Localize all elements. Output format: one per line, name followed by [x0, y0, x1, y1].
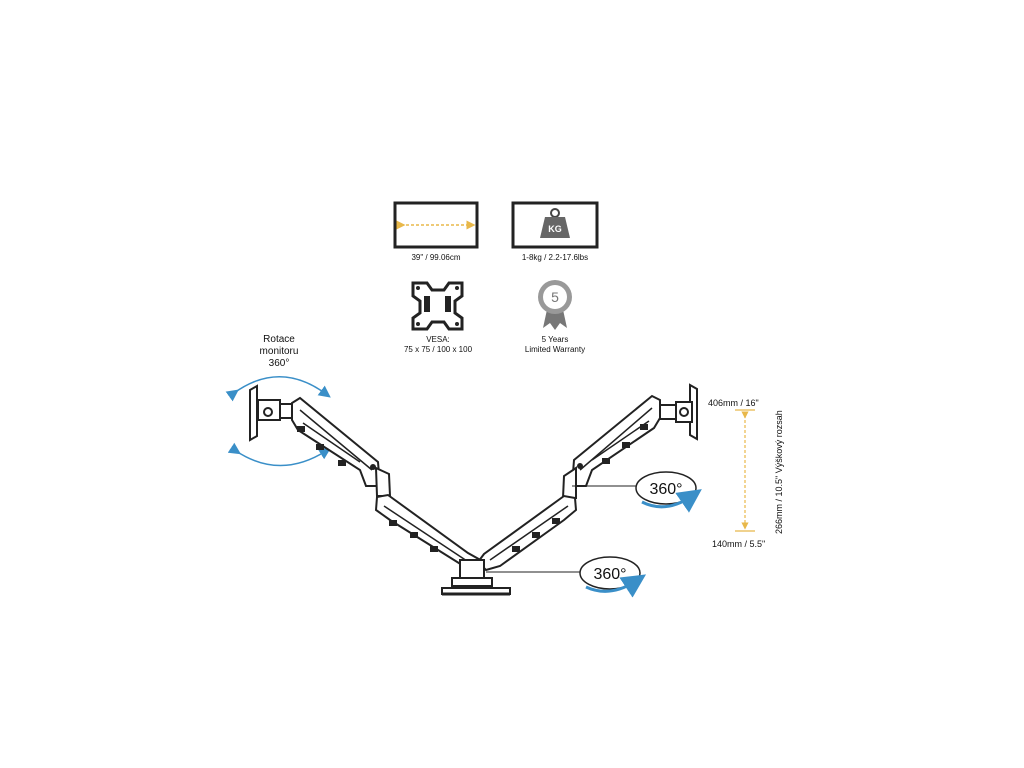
monitor-rotation-arrows	[225, 376, 332, 467]
min-height-label: 140mm / 5.5"	[712, 539, 766, 549]
screen-size-label: 39" / 99.06cm	[411, 253, 461, 262]
base-swivel-callout	[486, 556, 647, 598]
height-range-label: 266mm / 10.5" Výškový rozsah	[774, 410, 784, 534]
vesa-label: VESA: 75 x 75 / 100 x 100	[386, 335, 490, 355]
arm-swivel-callout	[572, 471, 702, 513]
warranty-number: 5	[551, 289, 559, 305]
warranty-years: 5 Years	[541, 335, 569, 344]
vesa-title: VESA:	[426, 335, 450, 344]
warranty-label: 5 Years Limited Warranty	[515, 335, 595, 355]
right-monitor-arm	[476, 383, 698, 572]
max-height-label: 406mm / 16"	[708, 398, 759, 408]
monitor-rotation-note: Rotace monitoru 360°	[246, 334, 312, 370]
weight-label: 1-8kg / 2.2-17.6lbs	[521, 253, 589, 262]
vesa-sizes: 75 x 75 / 100 x 100	[403, 345, 473, 354]
screen-size-icon	[393, 201, 479, 249]
weight-badge-text: KG	[548, 224, 562, 234]
warranty-medal-icon	[538, 280, 572, 330]
left-monitor-arm	[249, 384, 485, 571]
height-range-indicator	[735, 409, 755, 532]
arm-swivel-label: 360°	[649, 481, 682, 498]
vesa-plate-icon	[411, 281, 464, 331]
warranty-type: Limited Warranty	[524, 345, 586, 354]
base-swivel-label: 360°	[593, 566, 626, 583]
weight-icon	[511, 201, 599, 249]
rotation-line-3: 360°	[268, 358, 290, 369]
rotation-line-2: monitoru	[259, 346, 299, 357]
rotation-line-1: Rotace	[263, 334, 295, 345]
desk-clamp-base	[441, 559, 511, 596]
